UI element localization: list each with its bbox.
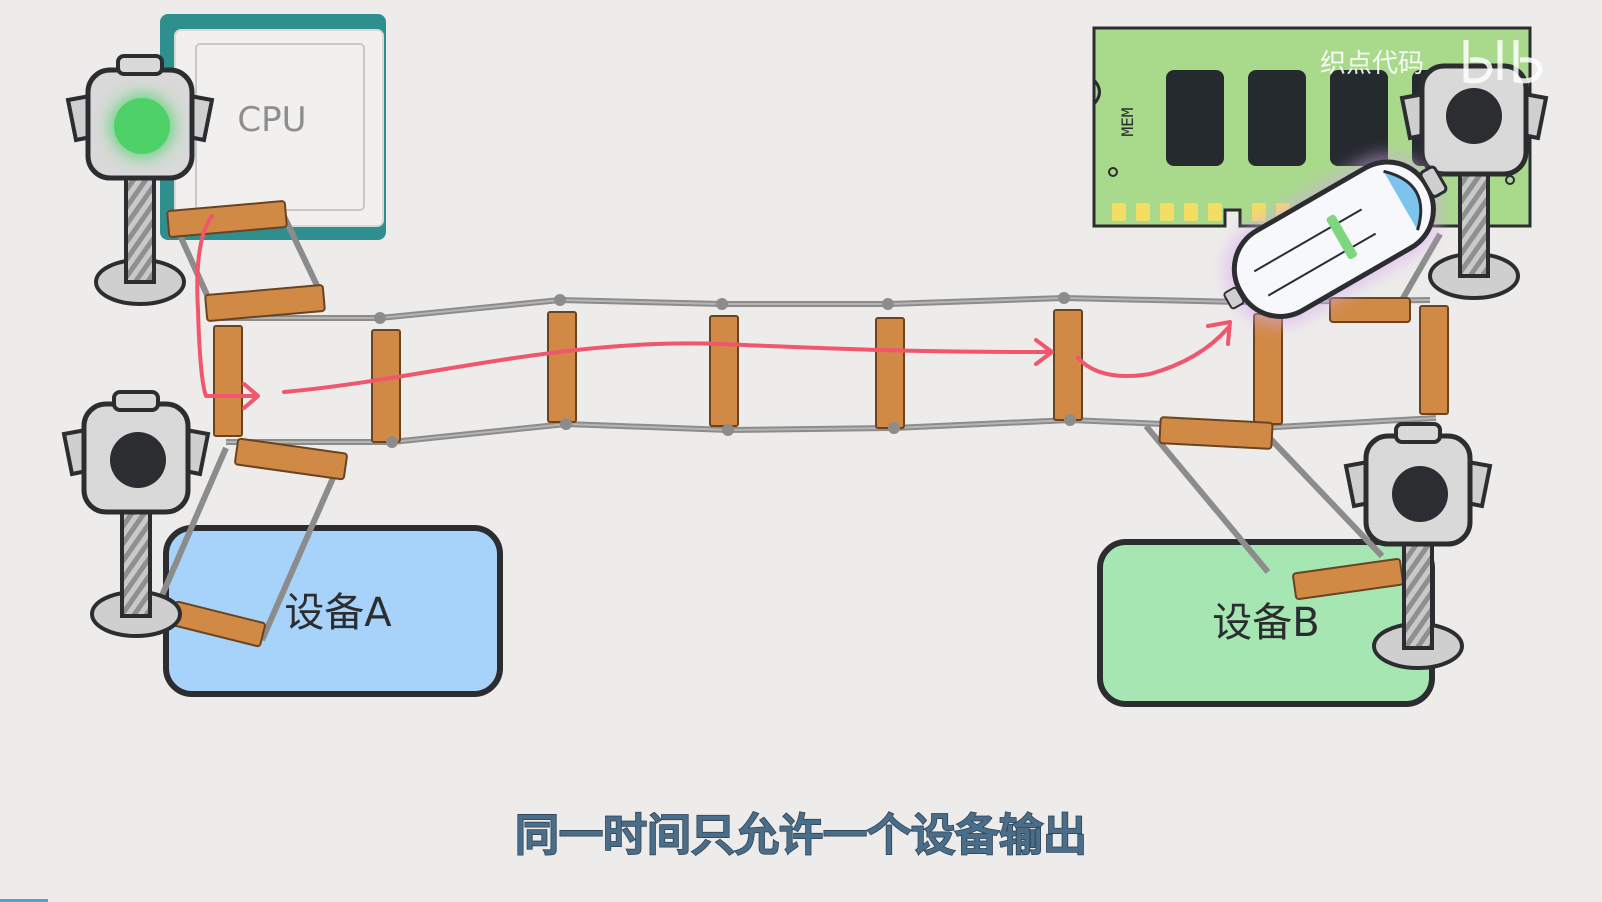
device-a-label: 设备A xyxy=(284,590,392,636)
mem-label: MEM xyxy=(1118,108,1137,137)
playback-progress-fill xyxy=(0,899,49,902)
cpu-traffic-light-icon xyxy=(65,54,215,306)
device-b-bridge xyxy=(1143,416,1404,601)
system-bus xyxy=(213,292,1449,448)
playback-progress-bar[interactable] xyxy=(0,899,1602,902)
bilibili-logo-icon xyxy=(1463,40,1543,84)
data-path xyxy=(195,214,1232,410)
cpu-label: CPU xyxy=(237,100,306,140)
arrow-icon xyxy=(1206,320,1232,346)
cpu-bridge xyxy=(166,200,326,322)
memory-bridge xyxy=(1329,232,1443,323)
arrow-icon xyxy=(1034,338,1054,366)
memory-traffic-light-icon xyxy=(1399,63,1549,300)
cpu-chip: CPU xyxy=(160,14,386,240)
device-a: 设备A xyxy=(163,525,503,697)
memory-module: MEM xyxy=(1092,26,1532,228)
watermark: 织点代码 xyxy=(1320,40,1543,84)
device-b-traffic-light-icon xyxy=(1343,422,1493,670)
bus-capsule-icon xyxy=(1223,153,1448,326)
device-b-label: 设备B xyxy=(1212,600,1319,646)
device-a-traffic-light-icon xyxy=(61,390,211,638)
subtitle: 同一时间只允许一个设备输出 xyxy=(515,810,1087,861)
watermark-text: 织点代码 xyxy=(1320,49,1424,79)
device-a-bridge xyxy=(157,437,348,648)
